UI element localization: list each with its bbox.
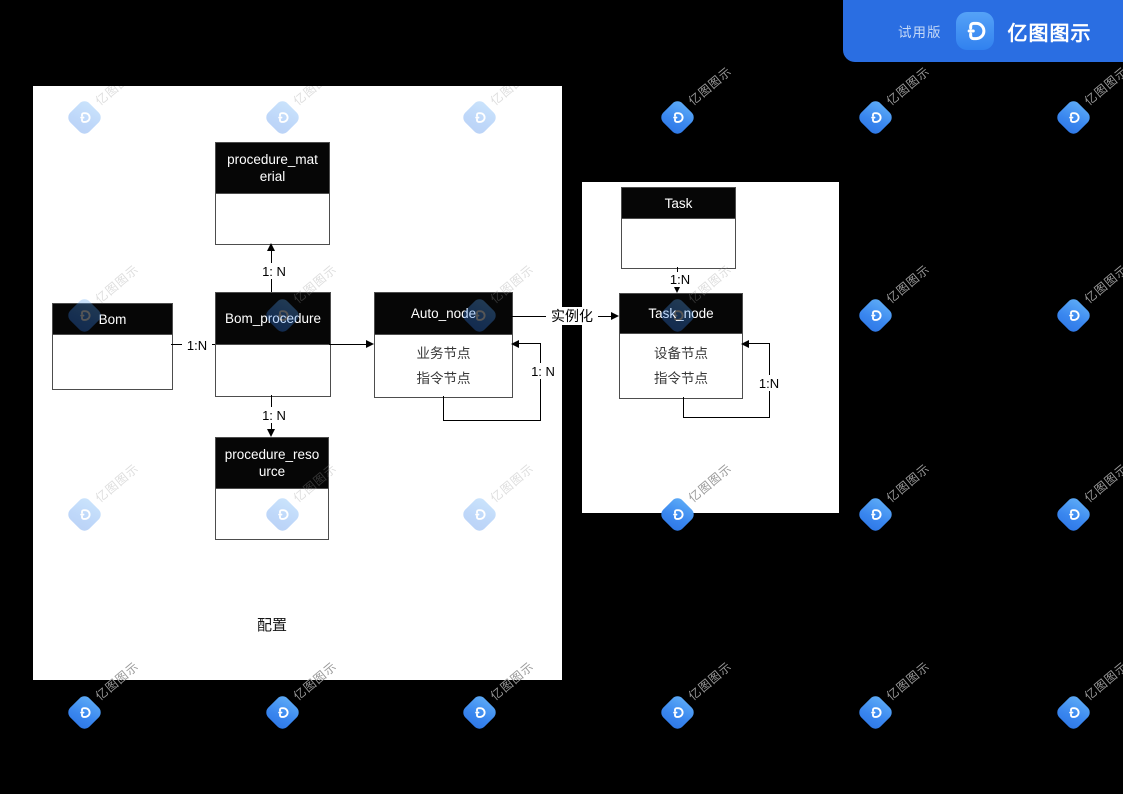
entity-body (216, 345, 330, 396)
watermark-text: 亿图图示 (1081, 64, 1123, 109)
entity-bom-procedure[interactable]: Bom_procedure (215, 292, 331, 397)
entity-body (622, 219, 735, 268)
entity-body-line: 设备节点 (654, 346, 708, 361)
watermark-text: 亿图图示 (883, 461, 933, 506)
entity-procedure-material[interactable]: procedure_material (215, 142, 330, 245)
trial-version-label: 试用版 (898, 25, 942, 40)
watermark-text: 亿图图示 (883, 659, 933, 704)
edraw-logo-icon (856, 296, 895, 335)
edraw-logo-icon (955, 12, 994, 50)
edge-label-bomprocedure-procedureresource[interactable]: 1: N (255, 407, 293, 423)
watermark-text: 亿图图示 (685, 659, 735, 704)
edge-label-bom-bomprocedure[interactable]: 1:N (182, 337, 212, 353)
entity-auto-node[interactable]: Auto_node 业务节点 指令节点 (374, 292, 513, 398)
connector-autonode-loop (443, 396, 444, 421)
arrowhead-right (611, 312, 619, 320)
entity-bom[interactable]: Bom (52, 303, 173, 390)
connector-tasknode-loop (683, 397, 684, 418)
edraw-logo-icon (65, 693, 104, 732)
region-label[interactable]: 配置 (256, 616, 287, 634)
connector-bomprocedure-autonode (329, 344, 367, 345)
entity-title: procedure_material (216, 143, 329, 194)
entity-body (53, 335, 172, 389)
entity-task[interactable]: Task (621, 187, 736, 269)
watermark-text: 亿图图示 (1081, 461, 1123, 506)
arrowhead-down (673, 285, 681, 293)
edge-label-bomprocedure-procedurematerial[interactable]: 1: N (255, 263, 293, 279)
arrowhead-right (366, 340, 374, 348)
entity-body: 业务节点 指令节点 (375, 335, 512, 397)
entity-title: Bom (53, 304, 172, 335)
edraw-logo-icon (1054, 98, 1093, 137)
watermark-text: 亿图图示 (883, 64, 933, 109)
watermark-text: 亿图图示 (883, 262, 933, 307)
edraw-logo-icon (1054, 495, 1093, 534)
connector-tasknode-loop (749, 343, 770, 344)
edraw-logo-icon (658, 693, 697, 732)
connector-autonode-loop (443, 420, 541, 421)
connector-tasknode-loop (683, 417, 770, 418)
edraw-logo-icon (1054, 693, 1093, 732)
connector-autonode-loop (519, 343, 541, 344)
edraw-logo-icon (856, 693, 895, 732)
entity-title: Bom_procedure (216, 293, 330, 345)
watermark-text: 亿图图示 (685, 64, 735, 109)
arrowhead-down (267, 429, 275, 437)
entity-body-line: 指令节点 (416, 371, 471, 386)
entity-procedure-resource[interactable]: procedure_resource (215, 437, 329, 540)
edraw-logo-icon (460, 693, 499, 732)
entity-title: Auto_node (375, 293, 512, 335)
entity-title: Task_node (620, 294, 742, 334)
arrowhead-up (267, 243, 275, 251)
edge-label-autonode-loop[interactable]: 1: N (524, 363, 562, 379)
edge-label-instantiate[interactable]: 实例化 (546, 307, 598, 325)
arrowhead-left (741, 340, 749, 348)
entity-body-line: 业务节点 (416, 346, 471, 361)
connector-autonode-loop (540, 343, 541, 421)
edraw-logo-icon (263, 693, 302, 732)
watermark-text: 亿图图示 (1081, 659, 1123, 704)
edraw-logo-icon (1054, 296, 1093, 335)
entity-title: Task (622, 188, 735, 219)
entity-title: procedure_resource (216, 438, 328, 489)
entity-body-line: 指令节点 (654, 371, 708, 386)
entity-task-node[interactable]: Task_node 设备节点 指令节点 (619, 293, 743, 399)
edge-label-task-tasknode[interactable]: 1:N (665, 272, 695, 287)
arrowhead-left (511, 340, 519, 348)
brand-name: 亿图图示 (1007, 22, 1092, 45)
entity-body: 设备节点 指令节点 (620, 334, 742, 398)
entity-body (216, 489, 328, 539)
watermark-text: 亿图图示 (1081, 262, 1123, 307)
edge-label-tasknode-loop[interactable]: 1:N (753, 375, 785, 391)
trial-banner[interactable]: 试用版 亿图图示 (843, 0, 1123, 62)
entity-body (216, 194, 329, 244)
edraw-logo-icon (658, 98, 697, 137)
edraw-logo-icon (856, 495, 895, 534)
edraw-logo-icon (856, 98, 895, 137)
